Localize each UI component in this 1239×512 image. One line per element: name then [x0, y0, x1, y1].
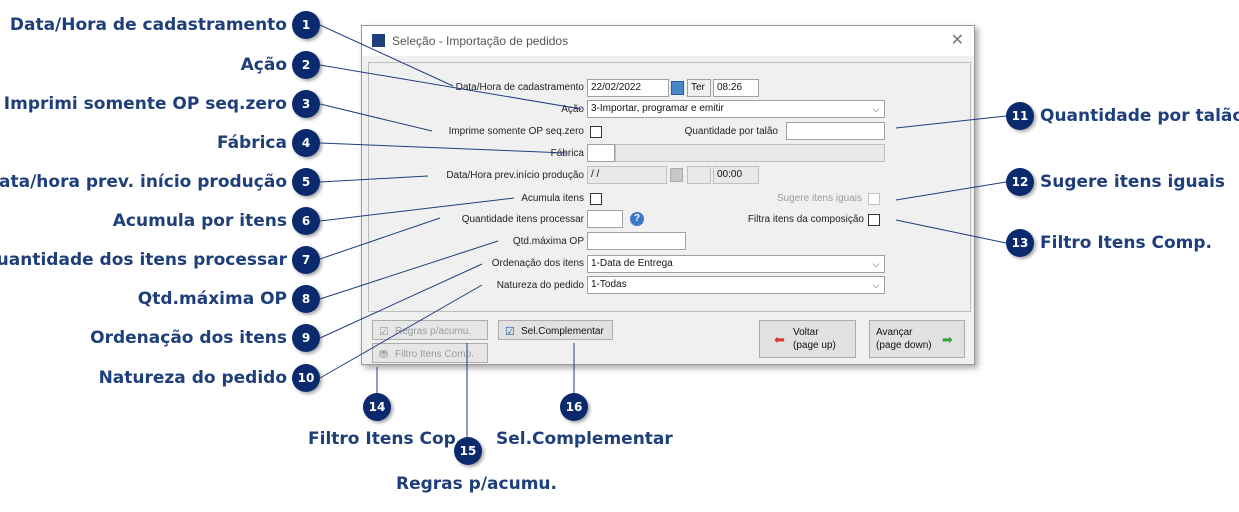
annotation-label-9: Ordenação dos itens — [90, 328, 287, 348]
close-icon[interactable]: ✕ — [950, 32, 964, 49]
ordenacao-label: Ordenação dos itens — [491, 258, 584, 269]
chevron-down-icon[interactable]: ⌵ — [872, 104, 880, 114]
avancar-button[interactable]: Avançar (page down) ➡ — [869, 320, 965, 358]
checklist-icon: ☑ — [379, 326, 389, 338]
annotation-badge-13: 13 — [1006, 229, 1034, 257]
annotation-label-13: Filtro Itens Comp. — [1040, 233, 1212, 253]
fabrica-code-input[interactable] — [587, 144, 615, 162]
annotation-label-4: Fábrica — [216, 133, 287, 153]
imprime-label: Imprime somente OP seq.zero — [448, 126, 584, 137]
calendar-disabled-icon — [670, 168, 683, 182]
regras-acumu-button[interactable]: ☑ Regras p/acumu. — [372, 320, 488, 340]
acao-label: Ação — [561, 104, 584, 115]
annotation-label-5: Data/hora prev. início produção — [0, 172, 287, 192]
annotation-badge-2: 2 — [292, 51, 320, 79]
fabrica-label: Fábrica — [550, 148, 584, 159]
ordenacao-value: 1-Data de Entrega — [591, 258, 673, 269]
annotation-badge-8: 8 — [292, 285, 320, 313]
qtd-talao-input[interactable] — [786, 122, 885, 140]
filtra-checkbox[interactable] — [868, 214, 880, 226]
annotation-badge-3: 3 — [292, 90, 320, 118]
dia-semana-field: Ter — [687, 79, 711, 97]
annotation-badge-14: 14 — [363, 393, 391, 421]
qtd-max-input[interactable] — [587, 232, 686, 250]
annotation-label-1: Data/Hora de cadastramento — [9, 15, 287, 35]
dialog-window: Seleção - Importação de pedidos ✕ Data/H… — [361, 25, 975, 365]
chevron-down-icon[interactable]: ⌵ — [872, 259, 880, 269]
annotation-badge-10: 10 — [292, 364, 320, 392]
annotation-badge-16: 16 — [560, 393, 588, 421]
avancar-sublabel: (page down) — [876, 340, 932, 351]
annotation-label-15: Regras p/acumu. — [396, 474, 557, 494]
natureza-value: 1-Todas — [591, 279, 627, 290]
prev-inicio-label: Data/Hora prev.início produção — [446, 170, 584, 181]
sel-complementar-label: Sel.Complementar — [521, 326, 604, 337]
annotation-label-2: Ação — [240, 55, 287, 75]
arrow-right-icon: ➡ — [942, 332, 953, 347]
window-title: Seleção - Importação de pedidos — [392, 34, 569, 48]
acumula-checkbox[interactable] — [590, 193, 602, 205]
checklist-icon: ☑ — [505, 326, 515, 338]
annotation-label-12: Sugere itens iguais — [1040, 172, 1226, 192]
annotation-label-16: Sel.Complementar — [496, 429, 673, 449]
annotation-label-3: Imprimi somente OP seq.zero — [3, 94, 287, 114]
sel-complementar-button[interactable]: ☑ Sel.Complementar — [498, 320, 613, 340]
filtro-button-label: Filtro Itens Comp. — [395, 349, 474, 360]
data-cadastro-input[interactable]: 22/02/2022 — [587, 79, 669, 97]
annotation-badge-9: 9 — [292, 324, 320, 352]
voltar-button[interactable]: ⬅ Voltar (page up) — [759, 320, 856, 358]
regras-button-label: Regras p/acumu. — [395, 326, 472, 337]
imprime-checkbox[interactable] — [590, 126, 602, 138]
annotation-badge-4: 4 — [292, 129, 320, 157]
annotation-badge-15: 15 — [454, 437, 482, 465]
qtd-talao-label: Quantidade por talão — [684, 126, 778, 137]
prev-data-input[interactable]: / / — [587, 166, 667, 184]
help-icon[interactable]: ? — [630, 212, 644, 226]
natureza-select[interactable]: 1-Todas ⌵ — [587, 276, 885, 294]
annotation-label-14: Filtro Itens Cop. — [308, 429, 463, 449]
annotation-label-8: Qtd.máxima OP — [137, 289, 287, 309]
qtd-itens-input[interactable] — [587, 210, 623, 228]
data-hora-label: Data/Hora de cadastramento — [455, 82, 584, 93]
sugere-label: Sugere itens iguais — [776, 193, 862, 204]
annotation-badge-12: 12 — [1006, 168, 1034, 196]
annotation-label-10: Natureza do pedido — [98, 368, 287, 388]
qtd-max-label: Qtd.máxima OP — [512, 236, 584, 247]
chevron-down-icon[interactable]: ⌵ — [872, 280, 880, 290]
ordenacao-select[interactable]: 1-Data de Entrega ⌵ — [587, 255, 885, 273]
annotation-badge-11: 11 — [1006, 102, 1034, 130]
annotation-label-6: Acumula por itens — [112, 211, 287, 231]
filtra-label: Filtra itens da composição — [747, 214, 864, 225]
title-bar: Seleção - Importação de pedidos ✕ — [362, 26, 974, 56]
prev-dia-field — [687, 166, 711, 184]
voltar-sublabel: (page up) — [793, 340, 836, 351]
annotation-label-11: Quantidade por talão — [1040, 106, 1239, 126]
annotation-badge-5: 5 — [292, 168, 320, 196]
qtd-itens-label: Quantidade itens processar — [461, 214, 584, 225]
arrow-left-icon: ⬅ — [774, 332, 785, 347]
annotation-badge-7: 7 — [292, 246, 320, 274]
sugere-checkbox[interactable] — [868, 193, 880, 205]
voltar-label: Voltar — [793, 327, 819, 338]
fabrica-desc-field — [615, 144, 885, 162]
annotation-label-7: Quantidade dos itens processar — [0, 250, 287, 270]
acumula-label: Acumula itens — [521, 193, 584, 204]
app-icon — [372, 34, 385, 47]
acao-select[interactable]: 3-Importar, programar e emitir ⌵ — [587, 100, 885, 118]
calendar-icon[interactable] — [671, 81, 684, 95]
filter-icon: ⛃ — [379, 349, 389, 361]
annotation-badge-6: 6 — [292, 207, 320, 235]
annotation-badge-1: 1 — [292, 11, 320, 39]
hora-cadastro-input[interactable]: 08:26 — [713, 79, 759, 97]
filtro-itens-button[interactable]: ⛃ Filtro Itens Comp. — [372, 343, 488, 363]
natureza-label: Natureza do pedido — [496, 280, 584, 291]
acao-value: 3-Importar, programar e emitir — [591, 103, 724, 114]
prev-hora-input[interactable]: 00:00 — [713, 166, 759, 184]
avancar-label: Avançar — [876, 327, 913, 338]
